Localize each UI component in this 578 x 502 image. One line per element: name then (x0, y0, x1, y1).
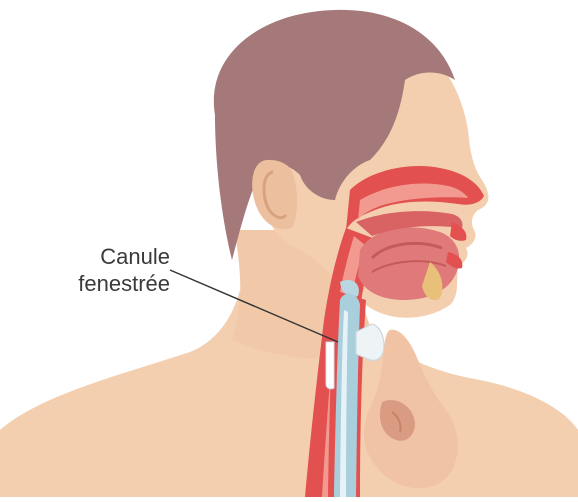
cannula-neck-plate (356, 324, 384, 360)
cannula-fenestration (326, 342, 334, 389)
ear (252, 160, 297, 229)
label-fenestree: fenestrée (40, 270, 170, 298)
label-canule: Canule (40, 243, 170, 271)
